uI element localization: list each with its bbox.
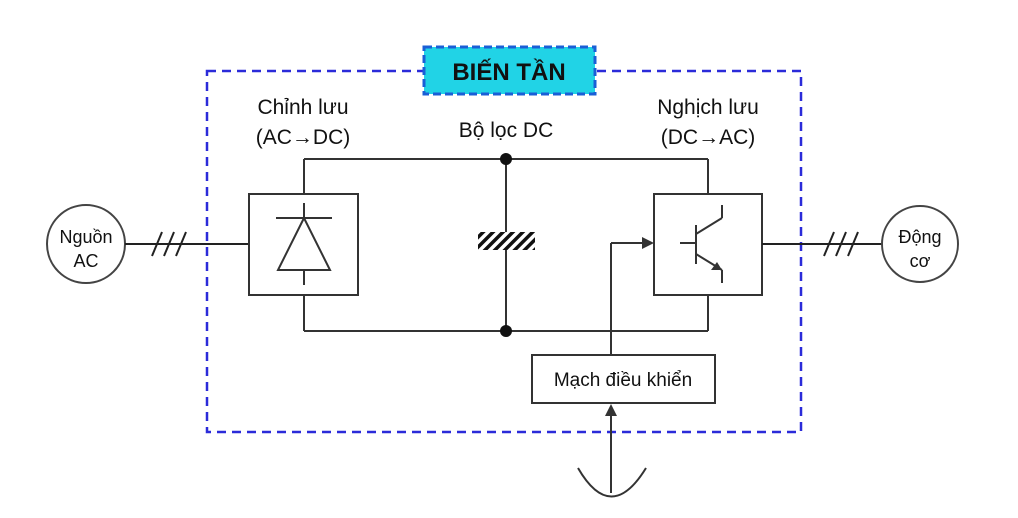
rectifier-label: Chỉnh lưu [257,96,348,119]
inverter-label: Nghịch lưu [657,96,759,119]
inverter-conversion-label: (DC→AC) [661,126,756,149]
control-circuit-label: Mạch điều khiển [554,370,692,391]
motor-label-line1: Động [898,227,941,247]
control-signal-arrow [642,237,654,249]
diode-icon [276,203,332,285]
dc-filter-capacitor [478,232,535,250]
igbt-emitter-arrow [711,262,722,270]
rectifier-conversion-label: (AC→DC) [256,126,351,149]
three-phase-ticks-output [823,231,859,257]
ac-source-label-line2: AC [73,251,98,271]
inverter-block [653,193,763,296]
title-box [422,45,597,96]
bus-junction-top [500,153,512,165]
motor-circle [881,205,959,283]
title-text: BIẾN TẦN [452,58,565,86]
ac-source-label-line1: Nguồn [59,227,112,247]
three-phase-ticks-input [151,231,187,257]
operator-input-arrow [605,404,617,416]
control-signal-line [610,242,644,355]
inverter-frame [205,69,803,434]
motor-label-line2: cơ [910,251,931,271]
bus-junction-bottom [500,325,512,337]
control-circuit-block [531,354,716,404]
speed-knob-icon [577,467,647,498]
dc-filter-label: Bộ lọc DC [459,119,554,142]
